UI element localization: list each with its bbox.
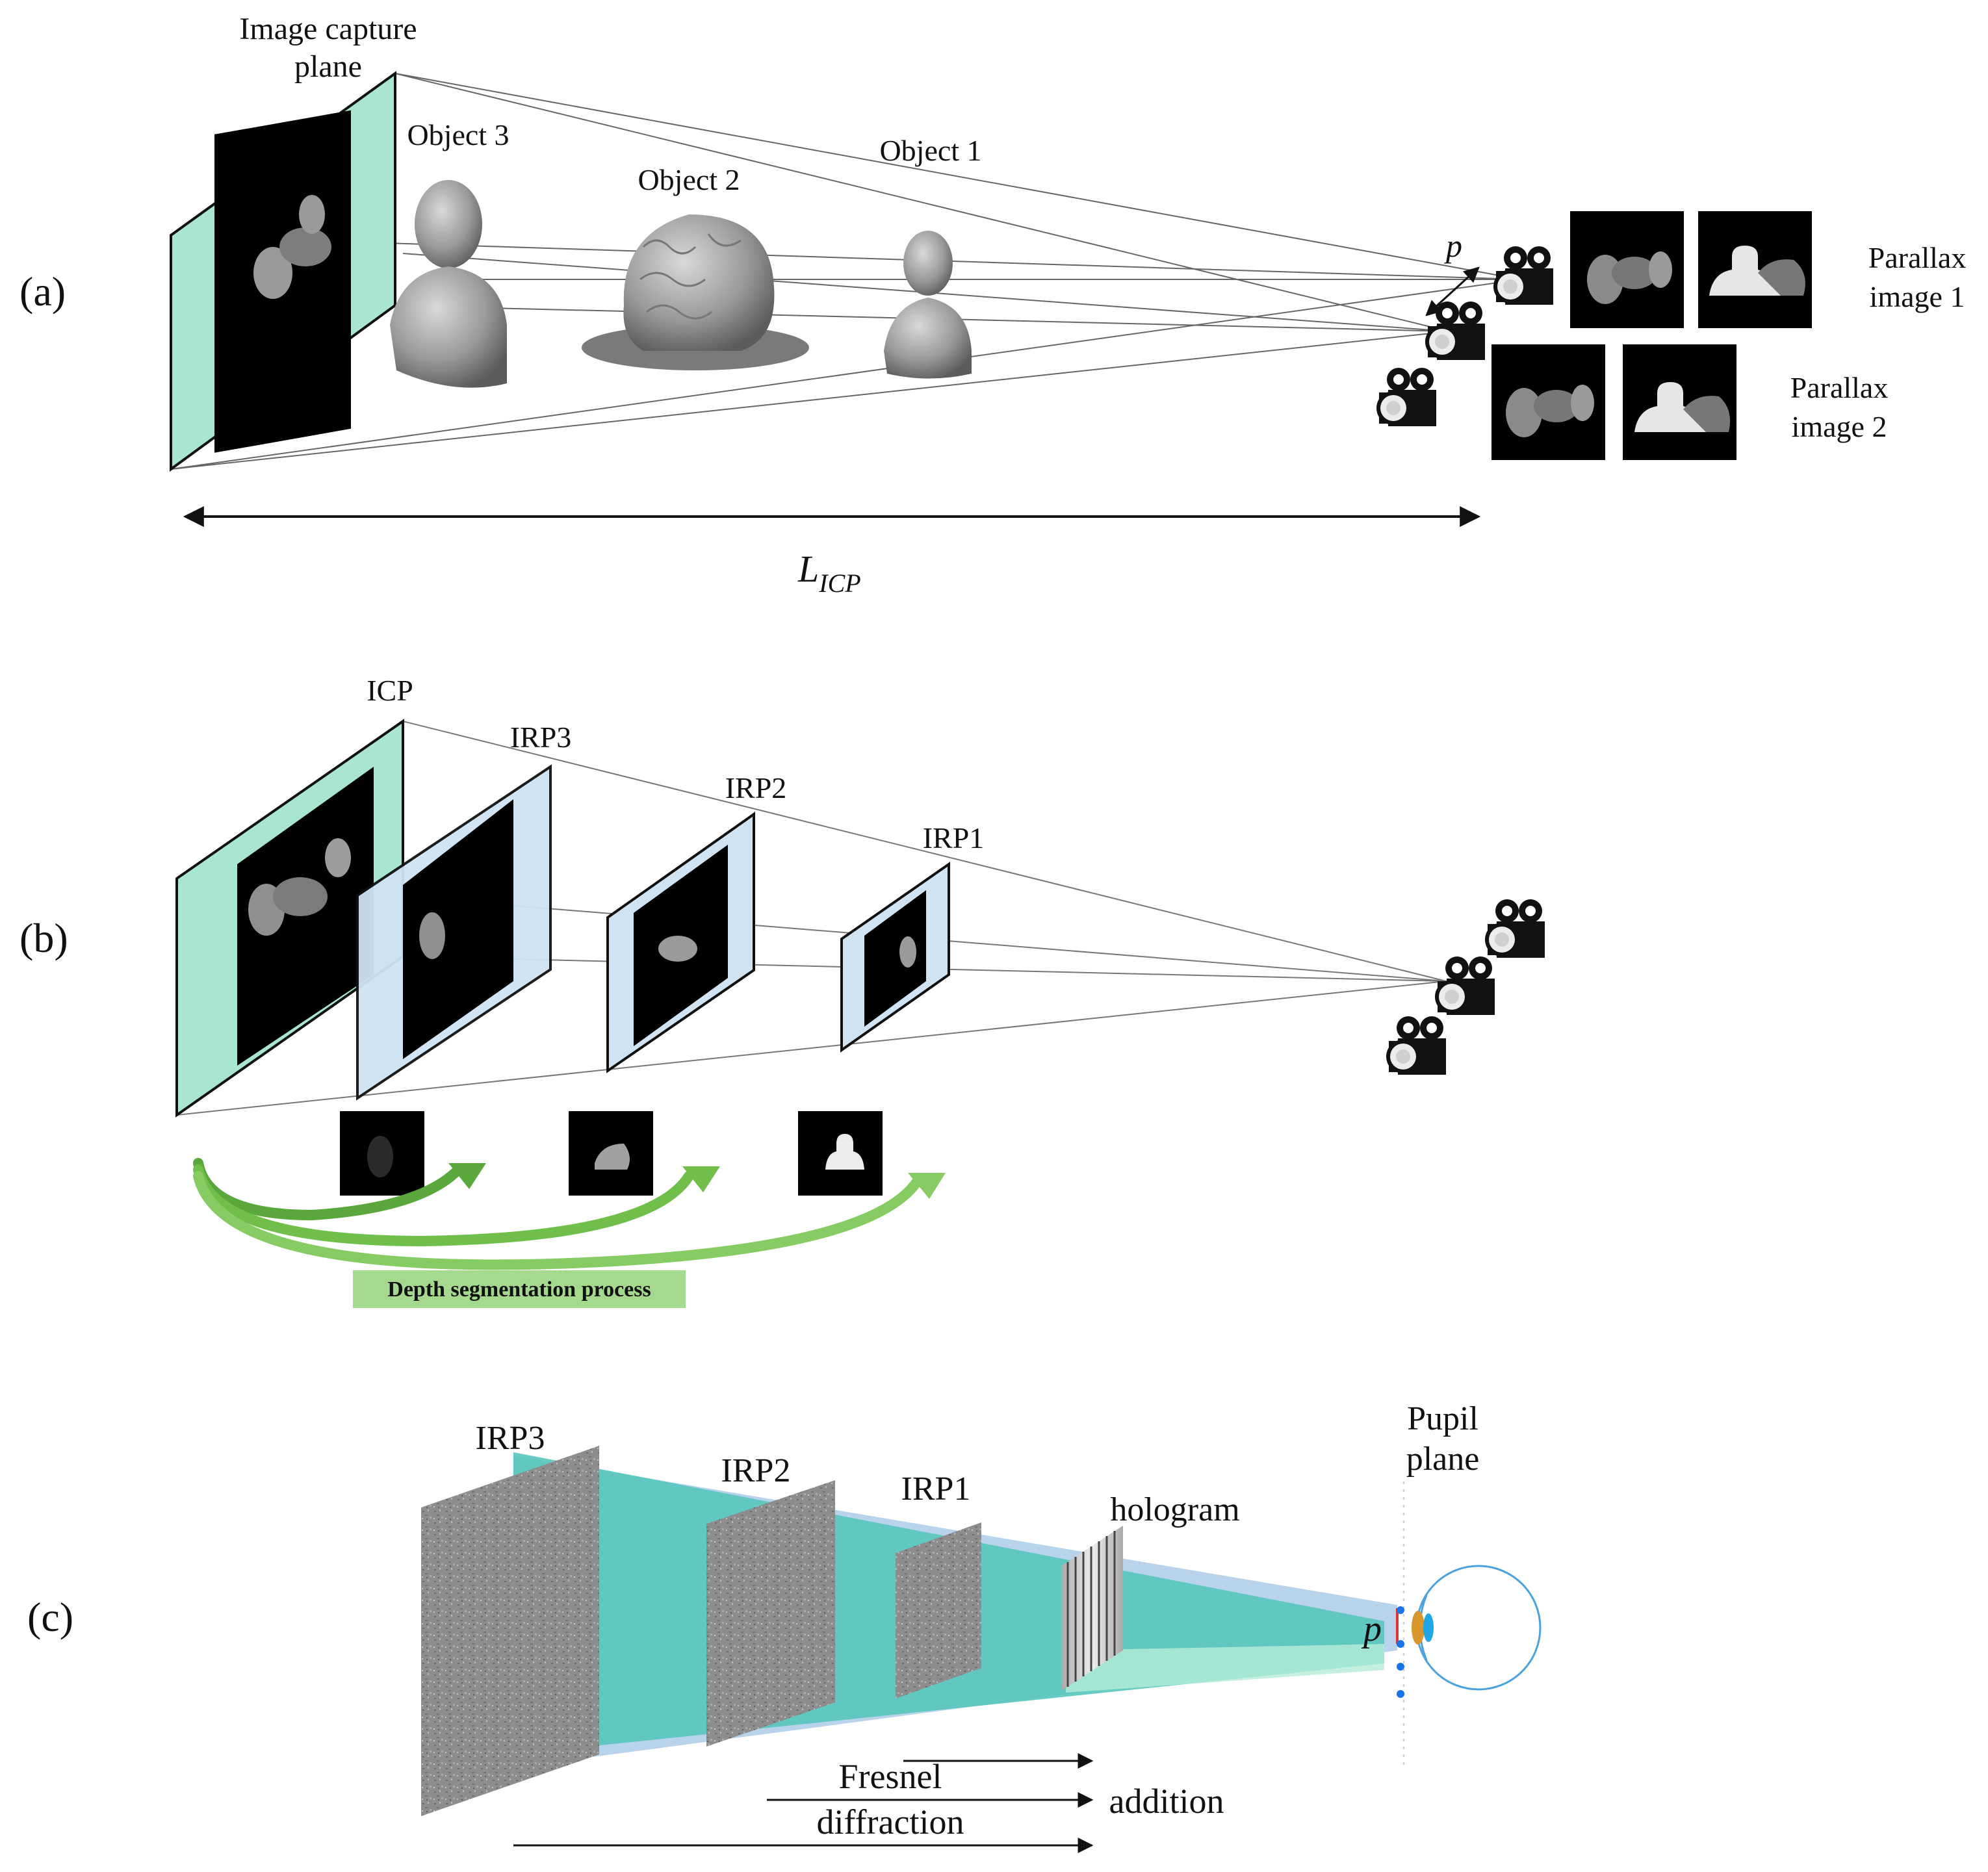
pitch-arrow-a — [1425, 266, 1480, 316]
parallax-1-line2: image 1 — [1870, 280, 1965, 313]
camera-icon — [1485, 899, 1545, 958]
irp1-noise-plane — [896, 1522, 981, 1699]
icp-busts — [248, 838, 351, 936]
segmentation-arrowhead-3 — [908, 1173, 946, 1199]
parallax-depth-1 — [1698, 211, 1812, 328]
parallax-image-2 — [1491, 344, 1605, 460]
panel-a: (a) Image capture plane — [19, 12, 1966, 598]
object-3-label: Object 3 — [407, 118, 509, 151]
depth-mask-1 — [798, 1111, 883, 1196]
fresnel-label-line2: diffraction — [817, 1802, 964, 1841]
parallax-2-line2: image 2 — [1792, 410, 1887, 443]
object-2-label: Object 2 — [638, 163, 740, 196]
pupil-label-line2: plane — [1406, 1441, 1480, 1478]
eye-icon — [1412, 1565, 1542, 1691]
irp1-label-b: IRP1 — [923, 821, 985, 854]
depth-mask-3 — [340, 1111, 424, 1196]
pitch-label-c: p — [1361, 1609, 1382, 1649]
hologram-plate — [1061, 1526, 1123, 1691]
panel-c-label: (c) — [27, 1594, 73, 1640]
camera-icon — [1435, 956, 1495, 1015]
light-cone-tail — [1066, 1644, 1384, 1693]
captured-busts — [253, 195, 331, 299]
irp3-noise-plane — [421, 1446, 599, 1816]
object-1-label: Object 1 — [879, 134, 981, 167]
depth-segmentation-label: Depth segmentation process — [387, 1277, 651, 1301]
parallax-2-line1: Parallax — [1790, 371, 1889, 404]
irp3-label-b: IRP3 — [510, 721, 572, 754]
irp3-label-c: IRP3 — [476, 1420, 545, 1457]
segmentation-arrowhead-1 — [448, 1163, 486, 1189]
parallax-1-line1: Parallax — [1868, 241, 1967, 274]
fresnel-label-line1: Fresnel — [839, 1757, 942, 1796]
camera-icon — [1425, 301, 1485, 360]
pupil-label-line1: Pupil — [1407, 1400, 1478, 1437]
camera-icon — [1376, 368, 1436, 426]
depth-mask-2 — [569, 1111, 653, 1196]
addition-label: addition — [1109, 1782, 1224, 1821]
camera-icon — [1386, 1016, 1446, 1075]
irp2-label-c: IRP2 — [721, 1452, 791, 1489]
hologram-label: hologram — [1110, 1491, 1239, 1528]
irp2-label-b: IRP2 — [725, 771, 787, 804]
irp2-relief — [658, 936, 697, 962]
irp2-noise-plane — [706, 1480, 835, 1747]
object-1-bust — [884, 231, 972, 379]
camera-icon — [1493, 246, 1553, 305]
panel-a-label: (a) — [19, 268, 66, 314]
irp1-bust — [899, 936, 916, 968]
icp-label: ICP — [367, 674, 413, 707]
pitch-label-a: p — [1444, 227, 1462, 264]
distance-label: LICP — [797, 548, 861, 598]
panel-b-label: (b) — [19, 915, 68, 961]
irp3-bust — [419, 912, 445, 959]
irp1-image — [864, 890, 926, 1027]
segmentation-arrowhead-2 — [682, 1166, 720, 1192]
parallax-image-1 — [1570, 211, 1684, 328]
parallax-depth-2 — [1623, 344, 1736, 460]
panel-c: (c) IRP3 IRP2 IRP1 hologram Pupil — [27, 1400, 1542, 1853]
irp3-image — [403, 799, 513, 1059]
icp-label-line1: Image capture — [239, 12, 417, 46]
object-2-relief — [582, 214, 809, 370]
object-3-bust — [390, 180, 507, 388]
panel-b: (b) ICP IRP3 IRP2 IRP1 — [19, 674, 1545, 1308]
pupil-sample-dots — [1397, 1606, 1404, 1698]
icp-label-line2: plane — [294, 49, 362, 84]
segmentation-arrows — [193, 1158, 922, 1270]
irp1-label-c: IRP1 — [901, 1470, 971, 1507]
depth-segmentation-box — [353, 1270, 686, 1308]
